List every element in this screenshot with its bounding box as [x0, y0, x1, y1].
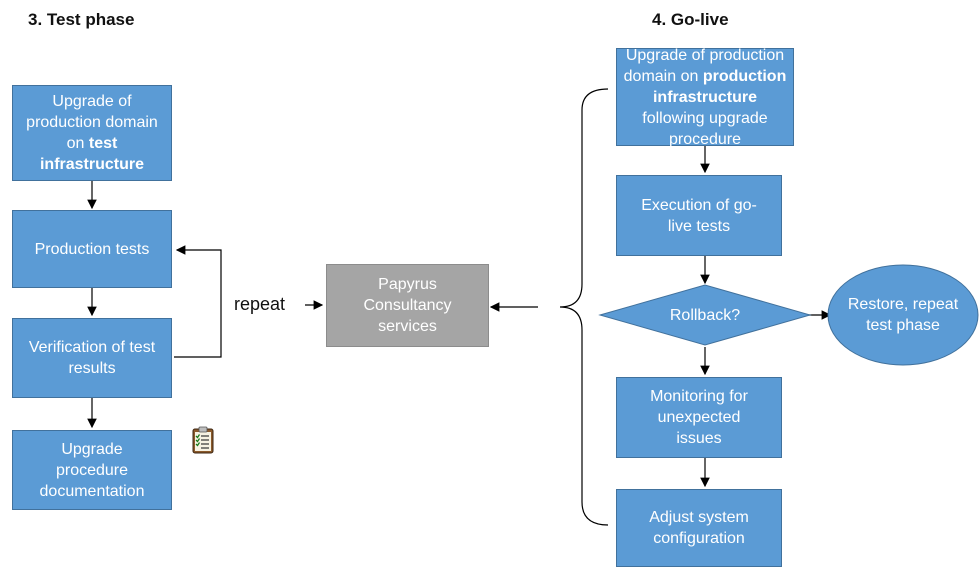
production-tests-box: Production tests: [12, 210, 172, 288]
clipboard-checklist-icon: [191, 426, 215, 454]
monitoring-text: Monitoring for unexpected issues: [650, 388, 748, 447]
execution-text: Execution of go-live tests: [641, 196, 757, 235]
go-live-heading: 4. Go-live: [652, 10, 729, 29]
documentation-text: Upgrade procedure documentation: [39, 440, 145, 500]
adjust-box: Adjust system configuration: [616, 489, 782, 567]
adjust-text: Adjust system configuration: [649, 509, 749, 547]
documentation-box: Upgrade procedure documentation: [12, 430, 172, 510]
rollback-label: Rollback?: [669, 306, 741, 324]
rollback-decision: [598, 284, 812, 346]
production-tests-text: Production tests: [34, 240, 150, 258]
execution-box: Execution of go-live tests: [616, 175, 782, 256]
upgrade-test-bold: test infrastructure: [39, 135, 145, 173]
upgrade-test-infrastructure-box: Upgrade of production domain on test inf…: [12, 85, 172, 181]
repeat-loop-line: [174, 245, 222, 358]
verification-box: Verification of test results: [12, 318, 172, 398]
consultancy-text: Papyrus Consultancy services: [363, 276, 452, 335]
restore-label: Restore, repeat test phase: [847, 296, 959, 334]
verification-text: Verification of test results: [28, 339, 156, 377]
repeat-label: repeat: [234, 294, 286, 314]
monitoring-box: Monitoring for unexpected issues: [616, 377, 782, 458]
upgrade-prod-post: following upgrade procedure: [642, 109, 768, 148]
go-live-bracket: [559, 88, 609, 526]
upgrade-prod-pre: Upgrade of production domain on: [623, 46, 785, 85]
test-phase-heading: 3. Test phase: [28, 10, 135, 29]
upgrade-prod-bold: production infrastructure: [652, 67, 787, 106]
upgrade-test-text: Upgrade of production domain on: [26, 93, 158, 152]
consultancy-box: Papyrus Consultancy services: [326, 264, 489, 347]
restore-node: [827, 264, 979, 366]
upgrade-production-box: Upgrade of production domain on producti…: [616, 46, 794, 148]
